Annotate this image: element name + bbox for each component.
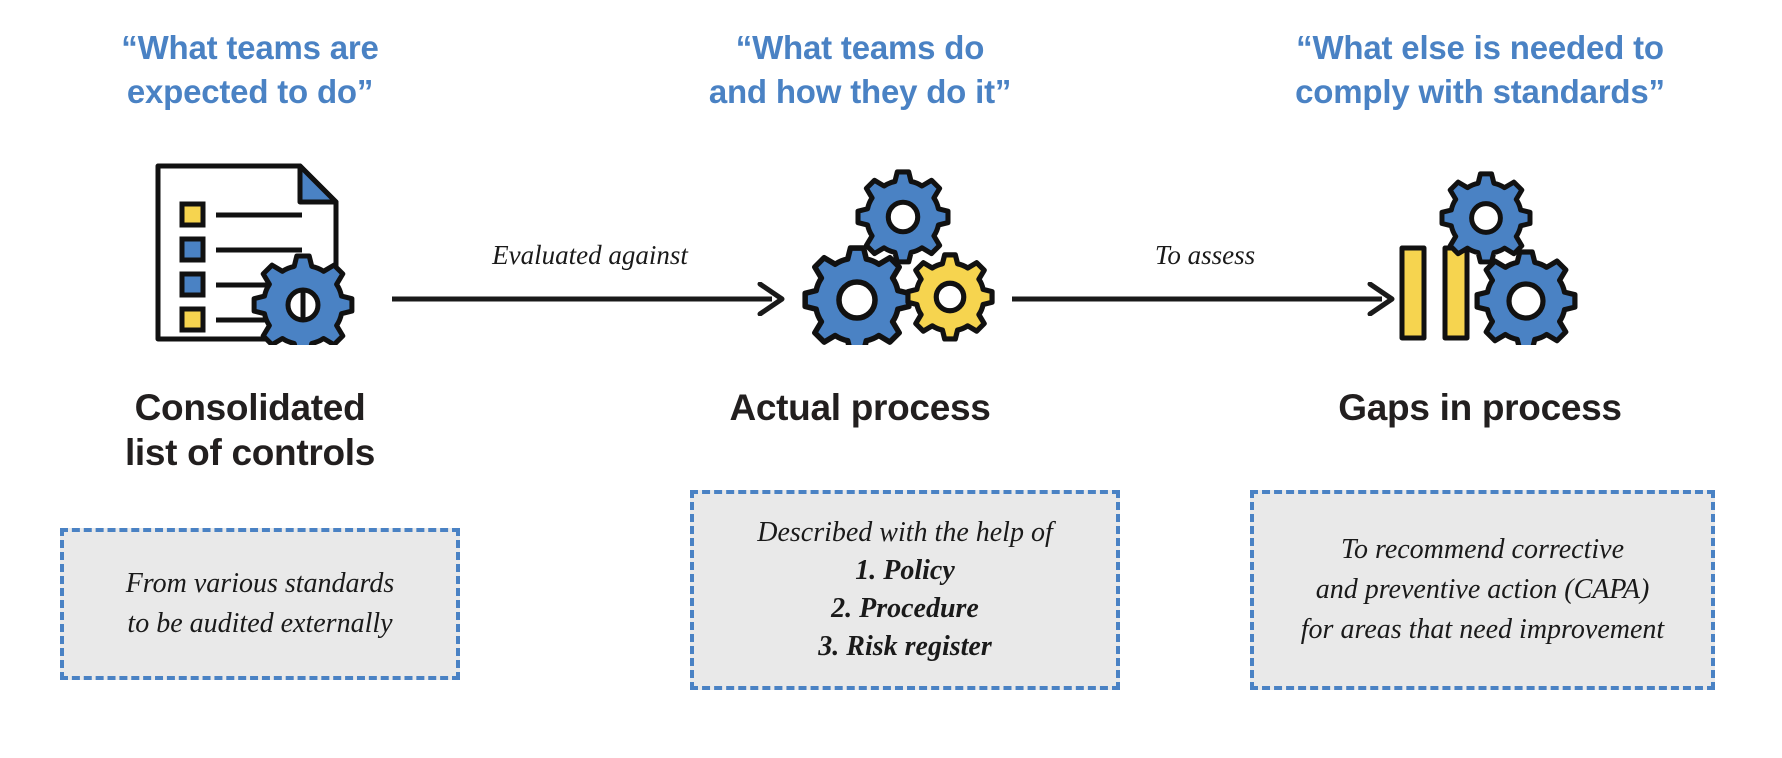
checklist-box-3: [179, 271, 206, 298]
gap-bar-1: [1399, 245, 1427, 341]
arrow-to-assess: To assess: [1010, 240, 1400, 320]
arrow-to-assess-line: [1012, 282, 1395, 316]
checklist-box-2: [179, 236, 206, 263]
checklist-box-4: [179, 306, 206, 333]
document-checklist-gear-icon-svg: [155, 163, 355, 357]
note-line: From various standards: [125, 568, 395, 599]
arrow-label-evaluated-against: Evaluated against: [492, 240, 688, 270]
note-box-actual-process-text: Described with the help of 1. Policy 2. Pr…: [694, 514, 1116, 666]
three-gears-icon: [795, 160, 1015, 355]
gear-bottom-left-blue: [802, 245, 912, 355]
column-title-gaps: Gaps in process: [1338, 387, 1622, 428]
note-box-controls: From various standards to be audited exte…: [60, 528, 460, 680]
gap-bars-gears-icon-svg: [1399, 171, 1578, 353]
gear-top-blue: [1439, 171, 1533, 265]
gear-bottom-right-blue: [1474, 249, 1578, 353]
document-checklist-gear-icon: [150, 160, 370, 357]
note-box-actual-process: Described with the help of 1. Policy 2. Pr…: [690, 490, 1120, 690]
note-line: and preventive action (CAPA): [1315, 574, 1650, 605]
column-quote-gaps: “What else is needed to comply with stan…: [1295, 29, 1665, 110]
column-quote-controls: “What teams are expected to do”: [121, 29, 379, 110]
document-fold-corner: [297, 163, 339, 205]
note-line: 2. Procedure: [831, 593, 979, 624]
note-line: to be audited externally: [127, 608, 393, 639]
note-box-gaps-text: To recommend corrective and preventive ac…: [1254, 530, 1711, 650]
gear-bottom-right-yellow: [905, 252, 995, 342]
column-title-actual-process: Actual process: [729, 387, 991, 428]
note-line: 1. Policy: [855, 555, 955, 586]
column-quote-actual-process: “What teams do and how they do it”: [708, 29, 1012, 110]
gear-top-blue: [855, 169, 951, 265]
note-box-controls-text: From various standards to be audited exte…: [64, 564, 456, 644]
gap-bars-gears-icon: [1378, 160, 1608, 353]
arrow-evaluated-against-line: [392, 282, 785, 316]
gap-bar-2: [1442, 245, 1470, 341]
note-line: 3. Risk register: [818, 631, 992, 662]
arrow-evaluated-against: Evaluated against: [390, 240, 790, 320]
note-line: Described with the help of: [757, 517, 1053, 548]
arrow-label-to-assess: To assess: [1154, 240, 1256, 270]
note-line: for areas that need improvement: [1300, 614, 1665, 645]
note-line: To recommend corrective: [1340, 534, 1625, 565]
document-overlay-gear: [251, 253, 355, 357]
note-box-gaps: To recommend corrective and preventive ac…: [1250, 490, 1715, 690]
column-title-controls: Consolidated list of controls: [124, 387, 376, 473]
checklist-box-1: [179, 201, 206, 228]
three-gears-icon-svg: [802, 169, 995, 355]
